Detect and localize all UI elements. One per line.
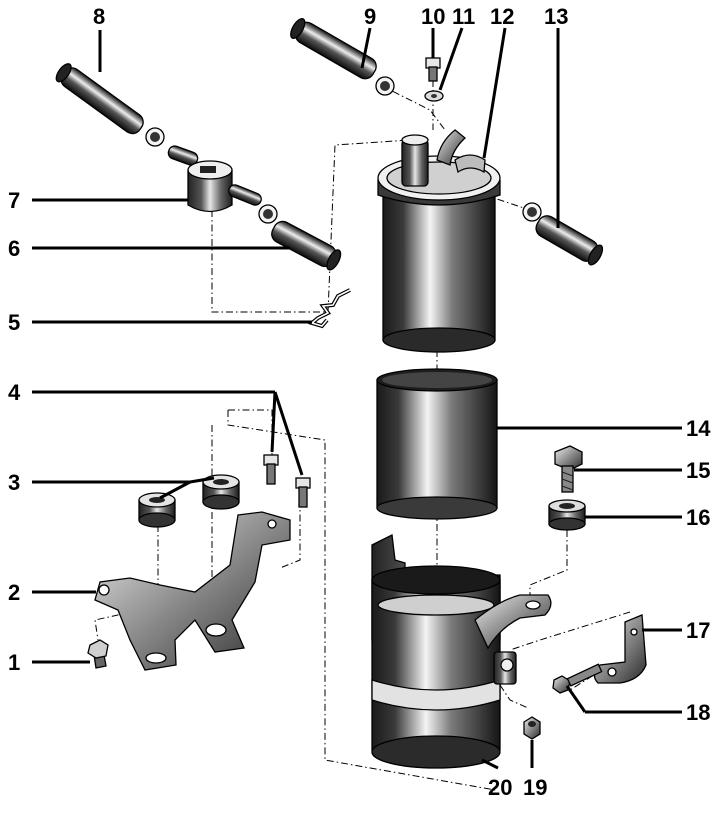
sleeve bbox=[376, 368, 498, 520]
callout-10: 10 bbox=[421, 4, 445, 29]
small-bracket bbox=[593, 614, 647, 684]
callout-2: 2 bbox=[8, 580, 20, 605]
retaining-clip bbox=[307, 288, 351, 329]
leader-lines bbox=[32, 27, 682, 770]
rubber-bushing-right bbox=[548, 499, 586, 531]
screw bbox=[425, 57, 441, 82]
bolt-left bbox=[87, 639, 109, 669]
nut bbox=[523, 716, 541, 740]
assembly-guide-lines bbox=[94, 80, 631, 791]
callout-1: 1 bbox=[8, 650, 20, 675]
callout-18: 18 bbox=[686, 700, 710, 725]
bolt-lower-right bbox=[552, 663, 603, 694]
callout-labels: 1 2 3 4 5 6 7 8 9 10 11 12 13 14 15 16 1… bbox=[8, 4, 711, 800]
callout-6: 6 bbox=[8, 236, 20, 261]
callout-19: 19 bbox=[523, 775, 547, 800]
rubber-bushing-left bbox=[138, 492, 176, 528]
washer bbox=[424, 90, 444, 102]
fuel-hose-upper-left bbox=[55, 63, 199, 166]
callout-9: 9 bbox=[364, 4, 376, 29]
fuel-filter-cartridge bbox=[377, 129, 501, 353]
callout-17: 17 bbox=[686, 618, 710, 643]
callout-5: 5 bbox=[8, 310, 20, 335]
callout-11: 11 bbox=[452, 4, 475, 29]
bracket-screws bbox=[263, 454, 311, 508]
filter-housing bbox=[371, 534, 552, 769]
callout-13: 13 bbox=[544, 4, 568, 29]
callout-20: 20 bbox=[488, 775, 512, 800]
callout-3: 3 bbox=[8, 470, 20, 495]
callout-8: 8 bbox=[93, 4, 105, 29]
bolt-right bbox=[554, 445, 583, 493]
callout-15: 15 bbox=[686, 458, 710, 483]
callout-14: 14 bbox=[686, 416, 711, 441]
fuel-hose-upper-middle bbox=[290, 18, 395, 96]
callout-7: 7 bbox=[8, 188, 20, 213]
callout-16: 16 bbox=[686, 505, 710, 530]
callout-12: 12 bbox=[490, 4, 514, 29]
bracket bbox=[94, 511, 291, 671]
valve bbox=[187, 160, 278, 224]
callout-4: 4 bbox=[8, 380, 21, 405]
fuel-hose-right bbox=[522, 202, 604, 266]
fuel-hose-lower-left bbox=[271, 220, 342, 271]
